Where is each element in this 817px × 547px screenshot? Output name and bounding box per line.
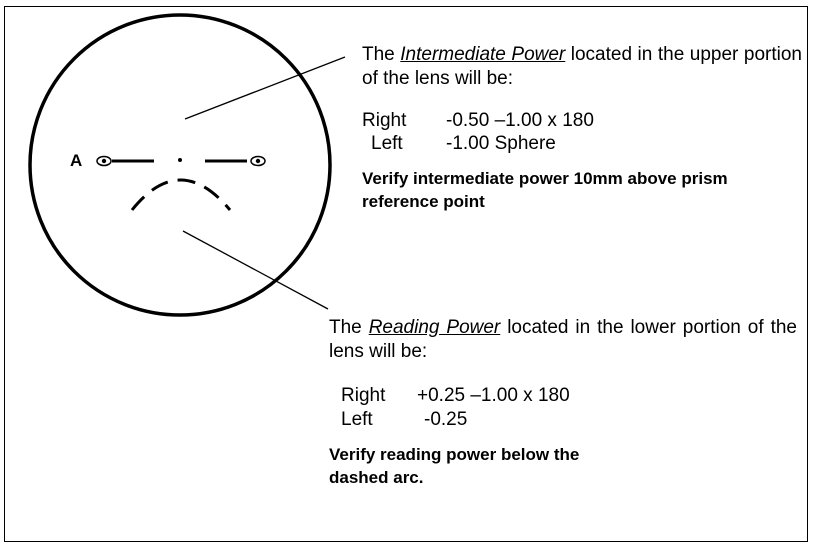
intermediate-left-label: Left [371, 133, 403, 154]
intermediate-right-value: -0.50 –1.00 x 180 [446, 110, 594, 131]
intermediate-intro: The Intermediate Power located in the up… [362, 43, 802, 91]
reading-left-value: -0.25 [424, 409, 468, 430]
reading-left-label: Left [341, 409, 373, 430]
reading-verify-note: Verify reading power below the dashed ar… [329, 445, 580, 487]
intermediate-intro-prefix: The [362, 44, 395, 65]
intermediate-verify-note: Verify intermediate power 10mm above pri… [362, 169, 728, 211]
reading-power-term: Reading Power [368, 317, 501, 338]
intermediate-intro-suffix: located in the upper portion of the lens… [362, 44, 802, 89]
intermediate-left-value: -1.00 Sphere [446, 133, 556, 154]
reading-intro-suffix: located in the lower portion of the lens… [329, 317, 797, 362]
prism-reference-point [178, 158, 182, 162]
reading-dashed-arc [130, 178, 232, 211]
intermediate-power-term: Intermediate Power [400, 44, 566, 65]
intermediate-leader-line [184, 56, 346, 120]
reading-leader-line [182, 230, 329, 310]
intermediate-right-label: Right [362, 110, 407, 131]
eye-marker-right-icon [250, 155, 266, 167]
reading-right-label: Right [341, 385, 386, 406]
marker-label-a: A [70, 151, 83, 170]
reading-right-value: +0.25 –1.00 x 180 [417, 385, 570, 406]
eye-marker-left-icon [96, 155, 112, 167]
lens-outline [28, 13, 332, 317]
reading-intro-prefix: The [329, 317, 362, 338]
reading-intro: The Reading Power located in the lower p… [329, 316, 797, 364]
diagram-frame [4, 6, 808, 542]
